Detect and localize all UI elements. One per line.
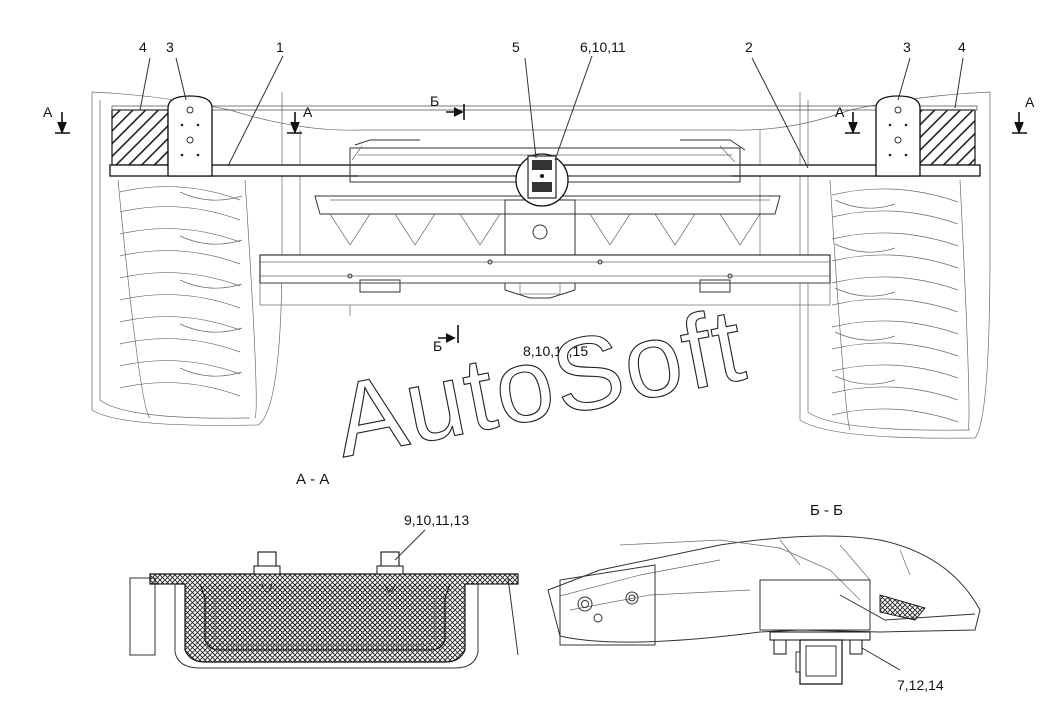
callout-4-left: 4 [139, 39, 147, 55]
section-mark-b-top: Б [430, 93, 439, 109]
callout-2: 2 [745, 39, 753, 55]
callout-3-right: 3 [903, 39, 911, 55]
left-hatched-block [111, 109, 169, 166]
left-wheel [91, 92, 283, 426]
right-wheel [799, 92, 991, 439]
callout-7-12-14: 7,12,14 [897, 677, 944, 693]
callout-9-10-11-13: 9,10,11,13 [404, 512, 469, 528]
section-mark-a-right-outer: А [1025, 94, 1035, 110]
right-hatched-block [919, 109, 976, 166]
central-assembly [259, 139, 831, 316]
section-mark-b-bottom: Б [433, 338, 442, 354]
bolt-bottom [769, 631, 871, 685]
callout-5: 5 [512, 39, 520, 55]
main-view [55, 55, 1027, 439]
watermark-logo: AutoSoft [325, 287, 754, 480]
bolt-right [376, 551, 404, 593]
section-mark-labels: А А А А Б Б [43, 93, 1035, 354]
section-b-title: Б - Б [810, 502, 843, 519]
callout-1: 1 [276, 39, 284, 55]
left-bracket [167, 95, 213, 177]
callout-labels: 4 3 1 5 6,10,11 2 3 4 8,10,11,15 9,10,11… [139, 39, 966, 693]
section-a-title: А - А [296, 471, 329, 488]
section-cut-marks [55, 104, 1027, 343]
leader-lines [139, 55, 964, 169]
section-b-view [547, 535, 981, 685]
section-mark-a-left-inner: А [303, 104, 313, 120]
section-mark-a-left-outer: А [43, 104, 53, 120]
right-bracket [875, 95, 921, 177]
callout-3-left: 3 [166, 39, 174, 55]
callout-6-10-11: 6,10,11 [580, 39, 626, 55]
callout-4-right: 4 [958, 39, 966, 55]
callout-8-10-11-15: 8,10,11,15 [523, 343, 588, 359]
bolt-left [253, 551, 281, 593]
section-mark-a-right-inner: А [835, 104, 845, 120]
section-a-view [129, 529, 519, 669]
